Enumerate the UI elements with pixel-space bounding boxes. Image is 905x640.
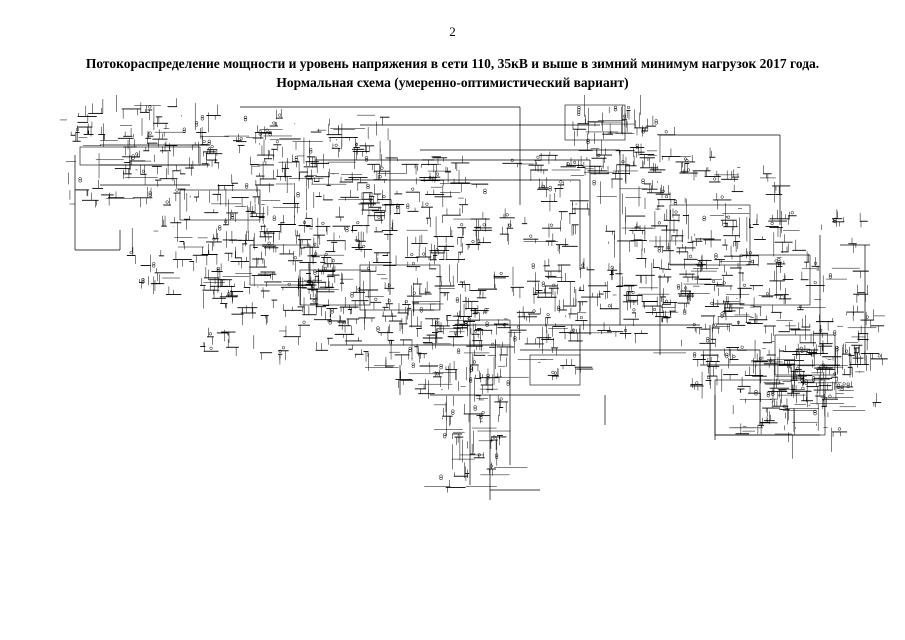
document-title: Потокораспределение мощности и уровень н… [0,54,905,92]
page-number: 2 [449,24,456,39]
power-network-diagram-icon [60,95,888,500]
title-line-2: Нормальная схема (умеренно-оптимистическ… [276,75,629,90]
title-line-1: Потокораспределение мощности и уровень н… [85,56,820,71]
power-network-schematic [60,95,890,510]
